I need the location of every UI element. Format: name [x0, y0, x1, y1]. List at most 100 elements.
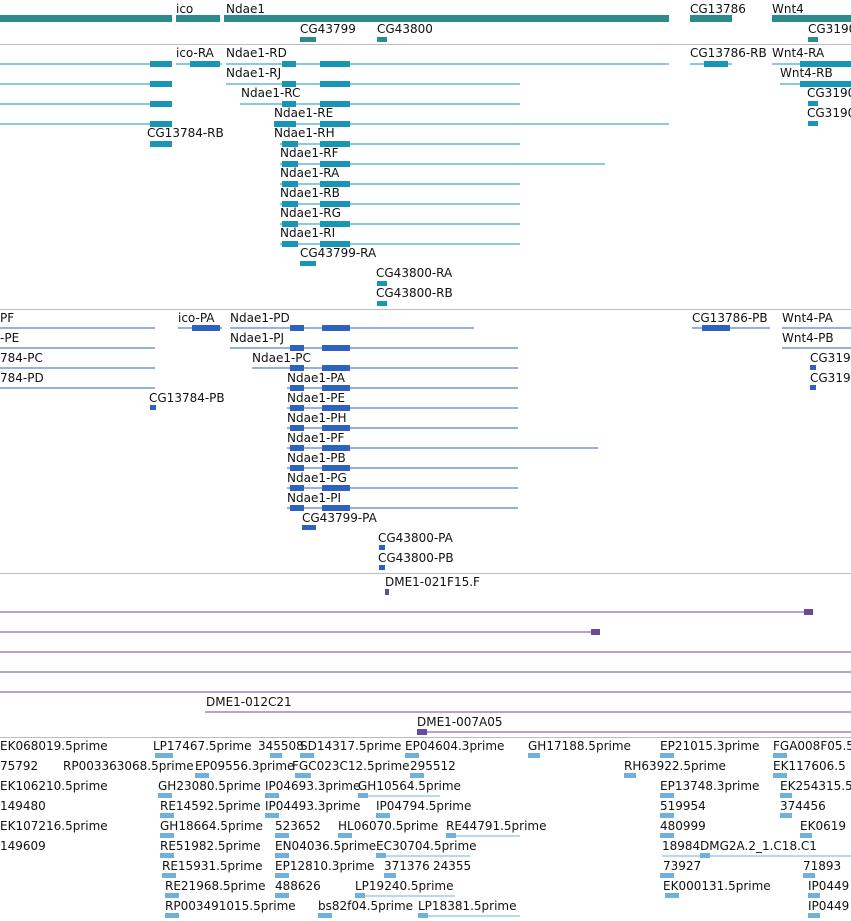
est-label[interactable]: LP18381.5prime [418, 899, 517, 913]
est-label[interactable]: GH18664.5prime [160, 819, 263, 833]
gene-label[interactable]: Wnt4 [772, 2, 804, 16]
transcript-label[interactable]: CG13786-RB [690, 46, 767, 60]
gene-bar[interactable] [0, 15, 172, 22]
protein-label[interactable]: Ndae1-PI [287, 491, 342, 505]
protein-models[interactable] [0, 0, 851, 575]
est-label[interactable]: 75792 [0, 759, 39, 773]
protein-label[interactable]: Ndae1-PB [287, 451, 346, 465]
est-label[interactable]: RE15931.5prime [162, 859, 263, 873]
transcript-label[interactable]: Wnt4-RB [780, 66, 833, 80]
protein-label[interactable]: Wnt4-PB [782, 331, 834, 345]
est-label[interactable]: bs82f04.5prime [318, 899, 414, 913]
protein-label[interactable]: CG319 [810, 371, 851, 385]
transcript-models[interactable] [0, 0, 851, 310]
gene-bar[interactable] [377, 37, 387, 42]
est-label[interactable]: EK068019.5prime [0, 739, 108, 753]
protein-label[interactable]: Ndae1-PC [252, 351, 311, 365]
est-label[interactable]: RE14592.5prime [160, 799, 261, 813]
transcript-label[interactable]: ico-RA [176, 46, 214, 60]
gene-label[interactable]: CG3190 [808, 22, 851, 36]
protein-label[interactable]: CG319 [810, 351, 851, 365]
est-label[interactable]: EP13748.3prime [660, 779, 760, 793]
protein-label[interactable]: Ndae1-PJ [230, 331, 285, 345]
est-label[interactable]: 371376 [384, 859, 430, 873]
gene-label[interactable]: ico [176, 2, 194, 16]
transcript-label[interactable]: Ndae1-RE [274, 106, 334, 120]
est-label[interactable]: 523652 [275, 819, 321, 833]
est-label[interactable]: 18984 [662, 839, 701, 853]
est-label[interactable]: EK117606.5 [773, 759, 846, 773]
protein-label[interactable]: CG13784-PB [149, 391, 225, 405]
clone-label[interactable]: DME1-021F15.F [385, 575, 480, 589]
est-label[interactable]: 345508 [258, 739, 304, 753]
protein-label[interactable]: CG43800-PB [378, 551, 454, 565]
est-label[interactable]: DMG2A.2_1.C18.C1 [700, 839, 817, 853]
transcript-label[interactable]: Ndae1-RI [280, 226, 336, 240]
est-label[interactable]: GH17188.5prime [528, 739, 631, 753]
protein-label[interactable]: Ndae1-PD [230, 311, 290, 325]
est-label[interactable]: RP003363068.5prime [63, 759, 194, 773]
est-label[interactable]: 73927 [663, 859, 702, 873]
gene-bar[interactable] [224, 15, 669, 22]
gene-bar[interactable] [690, 15, 732, 22]
protein-label[interactable]: ico-PA [178, 311, 215, 325]
est-label[interactable]: 519954 [660, 799, 706, 813]
gene-label[interactable]: CG43799 [300, 22, 356, 36]
clone-label[interactable]: DME1-012C21 [206, 695, 292, 709]
est-label[interactable]: EP21015.3prime [660, 739, 760, 753]
transcript-label[interactable]: CG13784-RB [147, 126, 224, 140]
gene-label[interactable]: Ndae1 [226, 2, 265, 16]
est-label[interactable]: IP04693.3prime [265, 779, 361, 793]
clone-label[interactable]: DME1-007A05 [417, 715, 503, 729]
gene-bar[interactable] [300, 37, 316, 42]
gene-label[interactable]: CG43800 [377, 22, 433, 36]
transcript-label[interactable]: Ndae1-RB [280, 186, 340, 200]
protein-label[interactable]: 784-PC [0, 351, 43, 365]
protein-label[interactable]: CG13786-PB [692, 311, 768, 325]
transcript-label[interactable]: Ndae1-RJ [226, 66, 282, 80]
transcript-label[interactable]: Ndae1-RC [241, 86, 301, 100]
transcript-label[interactable]: CG3190 [807, 86, 851, 100]
est-label[interactable]: 295512 [410, 759, 456, 773]
transcript-label[interactable]: Ndae1-RA [280, 166, 340, 180]
est-label[interactable]: EK106210.5prime [0, 779, 108, 793]
est-label[interactable]: EK0619 [800, 819, 846, 833]
protein-label[interactable]: -PE [0, 331, 20, 345]
protein-label[interactable]: 784-PD [0, 371, 44, 385]
est-label[interactable]: EP04604.3prime [405, 739, 505, 753]
est-label[interactable]: 71893 [803, 859, 842, 873]
est-label[interactable]: SD14317.5prime [300, 739, 402, 753]
est-label[interactable]: EK254315.5 [780, 779, 851, 793]
protein-label[interactable]: Wnt4-PA [782, 311, 833, 325]
est-label[interactable]: IP0449 [808, 899, 850, 913]
est-label[interactable]: LP17467.5prime [153, 739, 252, 753]
protein-label[interactable]: CG43799-PA [302, 511, 377, 525]
est-label[interactable]: IP04493.3prime [265, 799, 361, 813]
est-label[interactable]: 149480 [0, 799, 46, 813]
est-label[interactable]: FGA008F05.5 [773, 739, 851, 753]
est-label[interactable]: EP09556.3prime [195, 759, 295, 773]
transcript-label[interactable]: Ndae1-RG [280, 206, 341, 220]
est-label[interactable]: RE51982.5prime [160, 839, 261, 853]
protein-label[interactable]: CG43800-PA [378, 531, 453, 545]
protein-label[interactable]: Ndae1-PE [287, 391, 346, 405]
gene-bar[interactable] [176, 15, 220, 22]
est-label[interactable]: 374456 [780, 799, 826, 813]
est-label[interactable]: IP04794.5prime [376, 799, 472, 813]
protein-label[interactable]: Ndae1-PH [287, 411, 347, 425]
est-label[interactable]: RH63922.5prime [624, 759, 726, 773]
transcript-label[interactable]: CG43800-RA [376, 266, 453, 280]
protein-label[interactable]: Ndae1-PF [287, 431, 345, 445]
est-label[interactable]: HL06070.5prime [338, 819, 439, 833]
est-label[interactable]: IP0449 [808, 879, 850, 893]
est-label[interactable]: EP12810.3prime [275, 859, 375, 873]
est-label[interactable]: EC30704.5prime [376, 839, 477, 853]
est-label[interactable]: LP19240.5prime [355, 879, 454, 893]
est-label[interactable]: 488626 [275, 879, 321, 893]
est-label[interactable]: RP003491015.5prime [165, 899, 296, 913]
gene-bar[interactable] [808, 37, 818, 42]
est-label[interactable]: 24355 [433, 859, 472, 873]
transcript-label[interactable]: Ndae1-RF [280, 146, 339, 160]
protein-label[interactable]: Ndae1-PG [287, 471, 347, 485]
